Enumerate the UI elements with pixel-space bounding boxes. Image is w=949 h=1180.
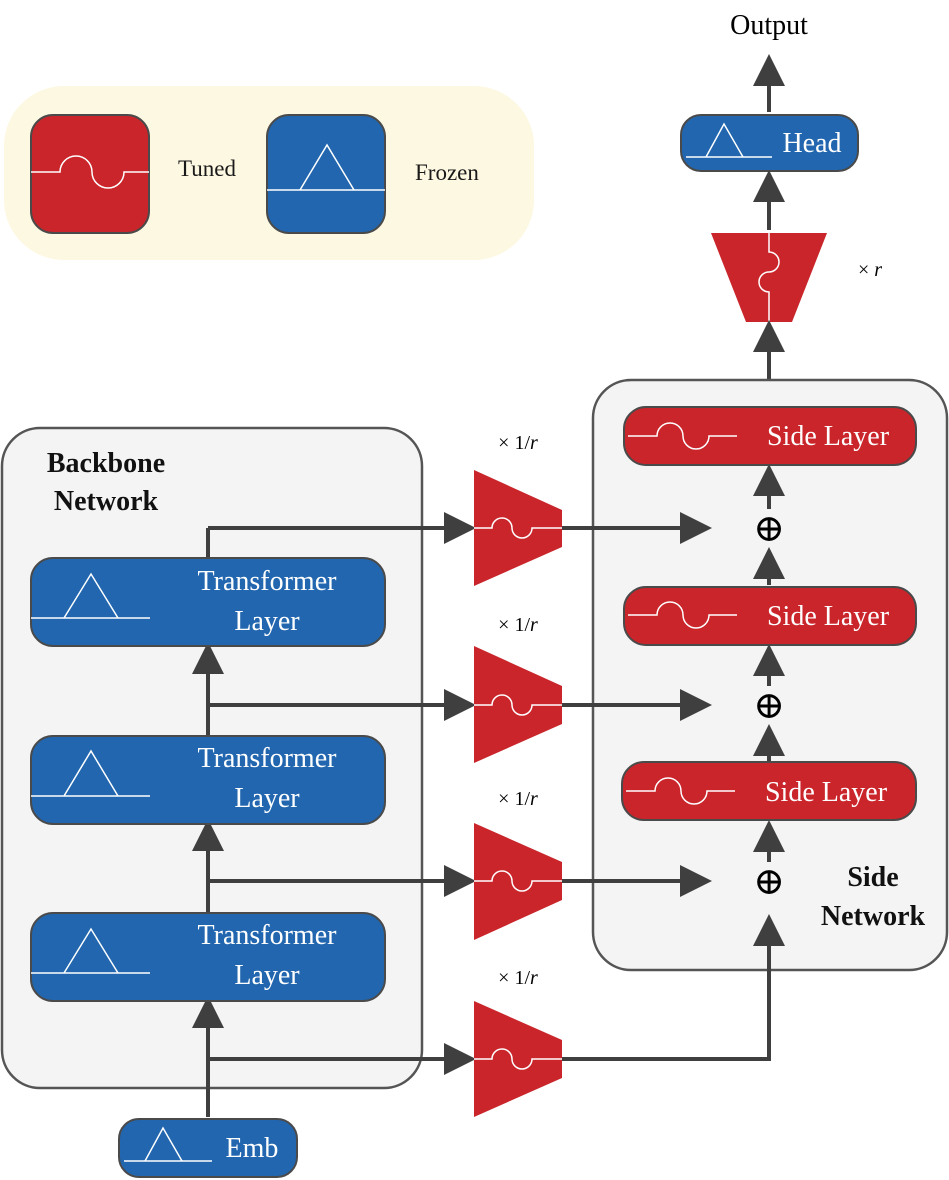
side-title-line1: Side xyxy=(847,862,898,893)
backbone-title-line1: Backbone xyxy=(47,448,165,479)
transformer-layer-2-line1: Transformer xyxy=(198,743,338,774)
side-layer-2-label: Side Layer xyxy=(767,601,890,632)
transformer-layer-2: Transformer Layer xyxy=(30,735,386,825)
side-title-line2: Network xyxy=(821,901,926,932)
head-block: Head xyxy=(680,114,859,172)
upsampler-trapezoid xyxy=(711,233,827,322)
sum-node-2: ⊕ xyxy=(753,685,785,727)
downsampler-1 xyxy=(474,823,562,940)
side-layer-1: Side Layer xyxy=(621,761,917,821)
transformer-layer-3-line1: Transformer xyxy=(198,566,338,597)
transformer-layer-3-line2: Layer xyxy=(234,606,300,637)
legend: Tuned Frozen xyxy=(4,86,534,260)
sum-node-3: ⊕ xyxy=(753,508,785,550)
legend-frozen-icon xyxy=(266,114,386,234)
side-layer-1-label: Side Layer xyxy=(765,777,888,808)
side-layer-3: Side Layer xyxy=(623,406,917,466)
downsample-factor-label-1: × 1/r xyxy=(498,788,538,810)
side-layer-3-label: Side Layer xyxy=(767,421,890,452)
downsample-factor-label-3: × 1/r xyxy=(498,432,538,454)
legend-frozen-label: Frozen xyxy=(415,160,479,185)
downsampler-0 xyxy=(474,1001,562,1117)
legend-tuned-label: Tuned xyxy=(178,156,236,181)
transformer-layer-2-line2: Layer xyxy=(234,783,300,814)
side-layer-2: Side Layer xyxy=(623,586,917,646)
backbone-title-line2: Network xyxy=(54,486,159,517)
embedding-block: Emb xyxy=(118,1118,298,1178)
legend-tuned-icon xyxy=(30,114,150,234)
transformer-layer-1: Transformer Layer xyxy=(30,912,386,1002)
output-label: Output xyxy=(730,10,808,41)
downsample-factor-label-0: × 1/r xyxy=(498,967,538,989)
downsampler-2 xyxy=(474,646,562,763)
embedding-label: Emb xyxy=(226,1133,279,1164)
transformer-layer-1-line2: Layer xyxy=(234,960,300,991)
downsampler-3 xyxy=(474,470,562,586)
upsample-factor-label: × r xyxy=(858,259,882,281)
head-label: Head xyxy=(782,128,841,159)
sum-node-1: ⊕ xyxy=(753,861,785,903)
downsample-factor-label-2: × 1/r xyxy=(498,614,538,636)
transformer-layer-1-line1: Transformer xyxy=(198,920,338,951)
transformer-layer-3: Transformer Layer xyxy=(30,557,386,647)
arrow-down0-to-sum1 xyxy=(562,914,785,1061)
